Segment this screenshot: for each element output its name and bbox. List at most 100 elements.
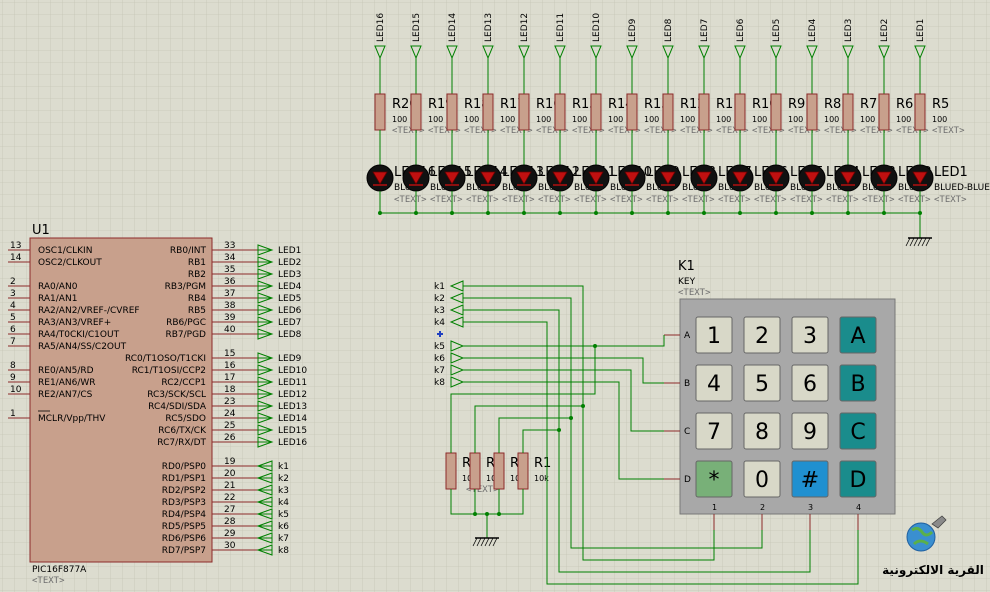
led-resistor[interactable] [878,93,890,131]
led-resistor-label: R7 [860,97,877,112]
pullup-resistor[interactable] [445,452,457,490]
led-net-label: LED10 [592,13,602,42]
keypad-key-label: * [709,468,720,493]
keypad-key[interactable] [743,460,781,498]
led-resistor-value: 100 [500,115,515,124]
keypad-key[interactable] [743,316,781,354]
keypad-key[interactable] [839,316,877,354]
led-resistor[interactable] [662,93,674,131]
led-net-label: LED8 [664,18,674,42]
led-text: <TEXT> [682,195,715,205]
led-resistor[interactable] [410,93,422,131]
led-resistor-value: 100 [608,115,623,124]
pullup-resistor[interactable] [517,452,529,490]
keypad-key[interactable] [839,364,877,402]
led-resistor[interactable] [806,93,818,131]
mcu-left-pin-name: MCLR/Vpp/THV [38,414,106,424]
keypad-key[interactable] [695,412,733,450]
keypad-key[interactable] [695,460,733,498]
terminal-label: k1 [434,282,445,292]
net-label: LED8 [278,330,302,340]
led-diode-symbol [660,171,676,185]
keypad-key[interactable] [743,364,781,402]
keypad-key[interactable] [839,460,877,498]
keypad-key[interactable] [695,364,733,402]
led-diode-symbol [804,171,820,185]
net-label: LED7 [278,318,301,328]
keypad-key[interactable] [791,412,829,450]
led-resistor-value: 100 [932,115,947,124]
mcu-left-pin-name: RE0/AN5/RD [38,366,94,376]
keypad-row-label: A [684,331,691,341]
keypad-key[interactable] [791,364,829,402]
led-resistor[interactable] [626,93,638,131]
led-resistor[interactable] [842,93,854,131]
keypad-type: KEY [678,277,696,287]
led-resistor[interactable] [446,93,458,131]
keypad-key[interactable] [695,316,733,354]
mcu-left-pin-num: 6 [10,325,16,335]
mcu-right-pin-name: RB5 [188,306,206,316]
led-resistor[interactable] [374,93,386,131]
led-resistor-text: <TEXT> [464,126,497,136]
keypad-row-label: C [684,427,690,437]
led-resistor-value: 100 [428,115,443,124]
keypad-key[interactable] [791,316,829,354]
terminal-label: k5 [434,342,445,352]
mcu-right-pin-num: 35 [224,265,235,275]
keypad-key[interactable] [743,412,781,450]
mcu-right-pin-num: 26 [224,433,236,443]
led-type: BLUE [646,183,669,193]
pullup-resistor[interactable] [469,452,481,490]
mcu-right-pin-name: RD5/PSP5 [162,522,206,532]
led-net-terminal [734,45,746,60]
site-logo: القرية الالكترونية [882,515,984,578]
mcu-body [29,237,213,563]
keypad-key[interactable] [791,460,829,498]
ground-symbol [905,237,932,247]
keypad-col-label: 2 [760,503,765,512]
terminal-label: k8 [434,378,445,388]
led-resistor-value: 100 [680,115,695,124]
led-resistor[interactable] [698,93,710,131]
led-resistor[interactable] [482,93,494,131]
net-label: LED12 [278,390,307,400]
led-resistor[interactable] [734,93,746,131]
net-label: LED2 [278,258,301,268]
led-resistor-value: 100 [860,115,875,124]
net-label: LED13 [278,402,307,412]
led-net-terminal [518,45,530,60]
led-net-label: LED1 [916,19,926,42]
led-resistor[interactable] [590,93,602,131]
pullup-label: R1 [534,456,551,471]
led-resistor-text: <TEXT> [680,126,713,136]
pullup-resistor[interactable] [493,452,505,490]
mcu-right-pin-num: 38 [224,301,236,311]
led-diode-symbol [516,171,532,185]
led-resistor[interactable] [554,93,566,131]
net-label: k4 [278,498,289,508]
mcu-left-pin-num: 9 [10,373,16,383]
led-type: BLUE [502,183,525,193]
led-resistor-text: <TEXT> [644,126,677,136]
mcu-left-pin-num: 10 [10,385,22,395]
led-resistor[interactable] [914,93,926,131]
mcu-text: <TEXT> [32,576,65,586]
led-resistor[interactable] [770,93,782,131]
terminal-label: k4 [434,318,445,328]
led-label: LED1 [934,165,968,180]
keypad-key[interactable] [839,412,877,450]
led-diode-symbol [372,171,388,185]
mcu-right-pin-name: RD1/PSP1 [162,474,206,484]
led-net-terminal [446,45,458,60]
terminal-label: k6 [434,354,445,364]
mcu-right-pin-name: RD0/PSP0 [162,462,207,472]
globe-icon [906,522,936,552]
keypad-key-label: 2 [755,324,769,349]
led-diode-symbol [408,171,424,185]
led-resistor[interactable] [518,93,530,131]
